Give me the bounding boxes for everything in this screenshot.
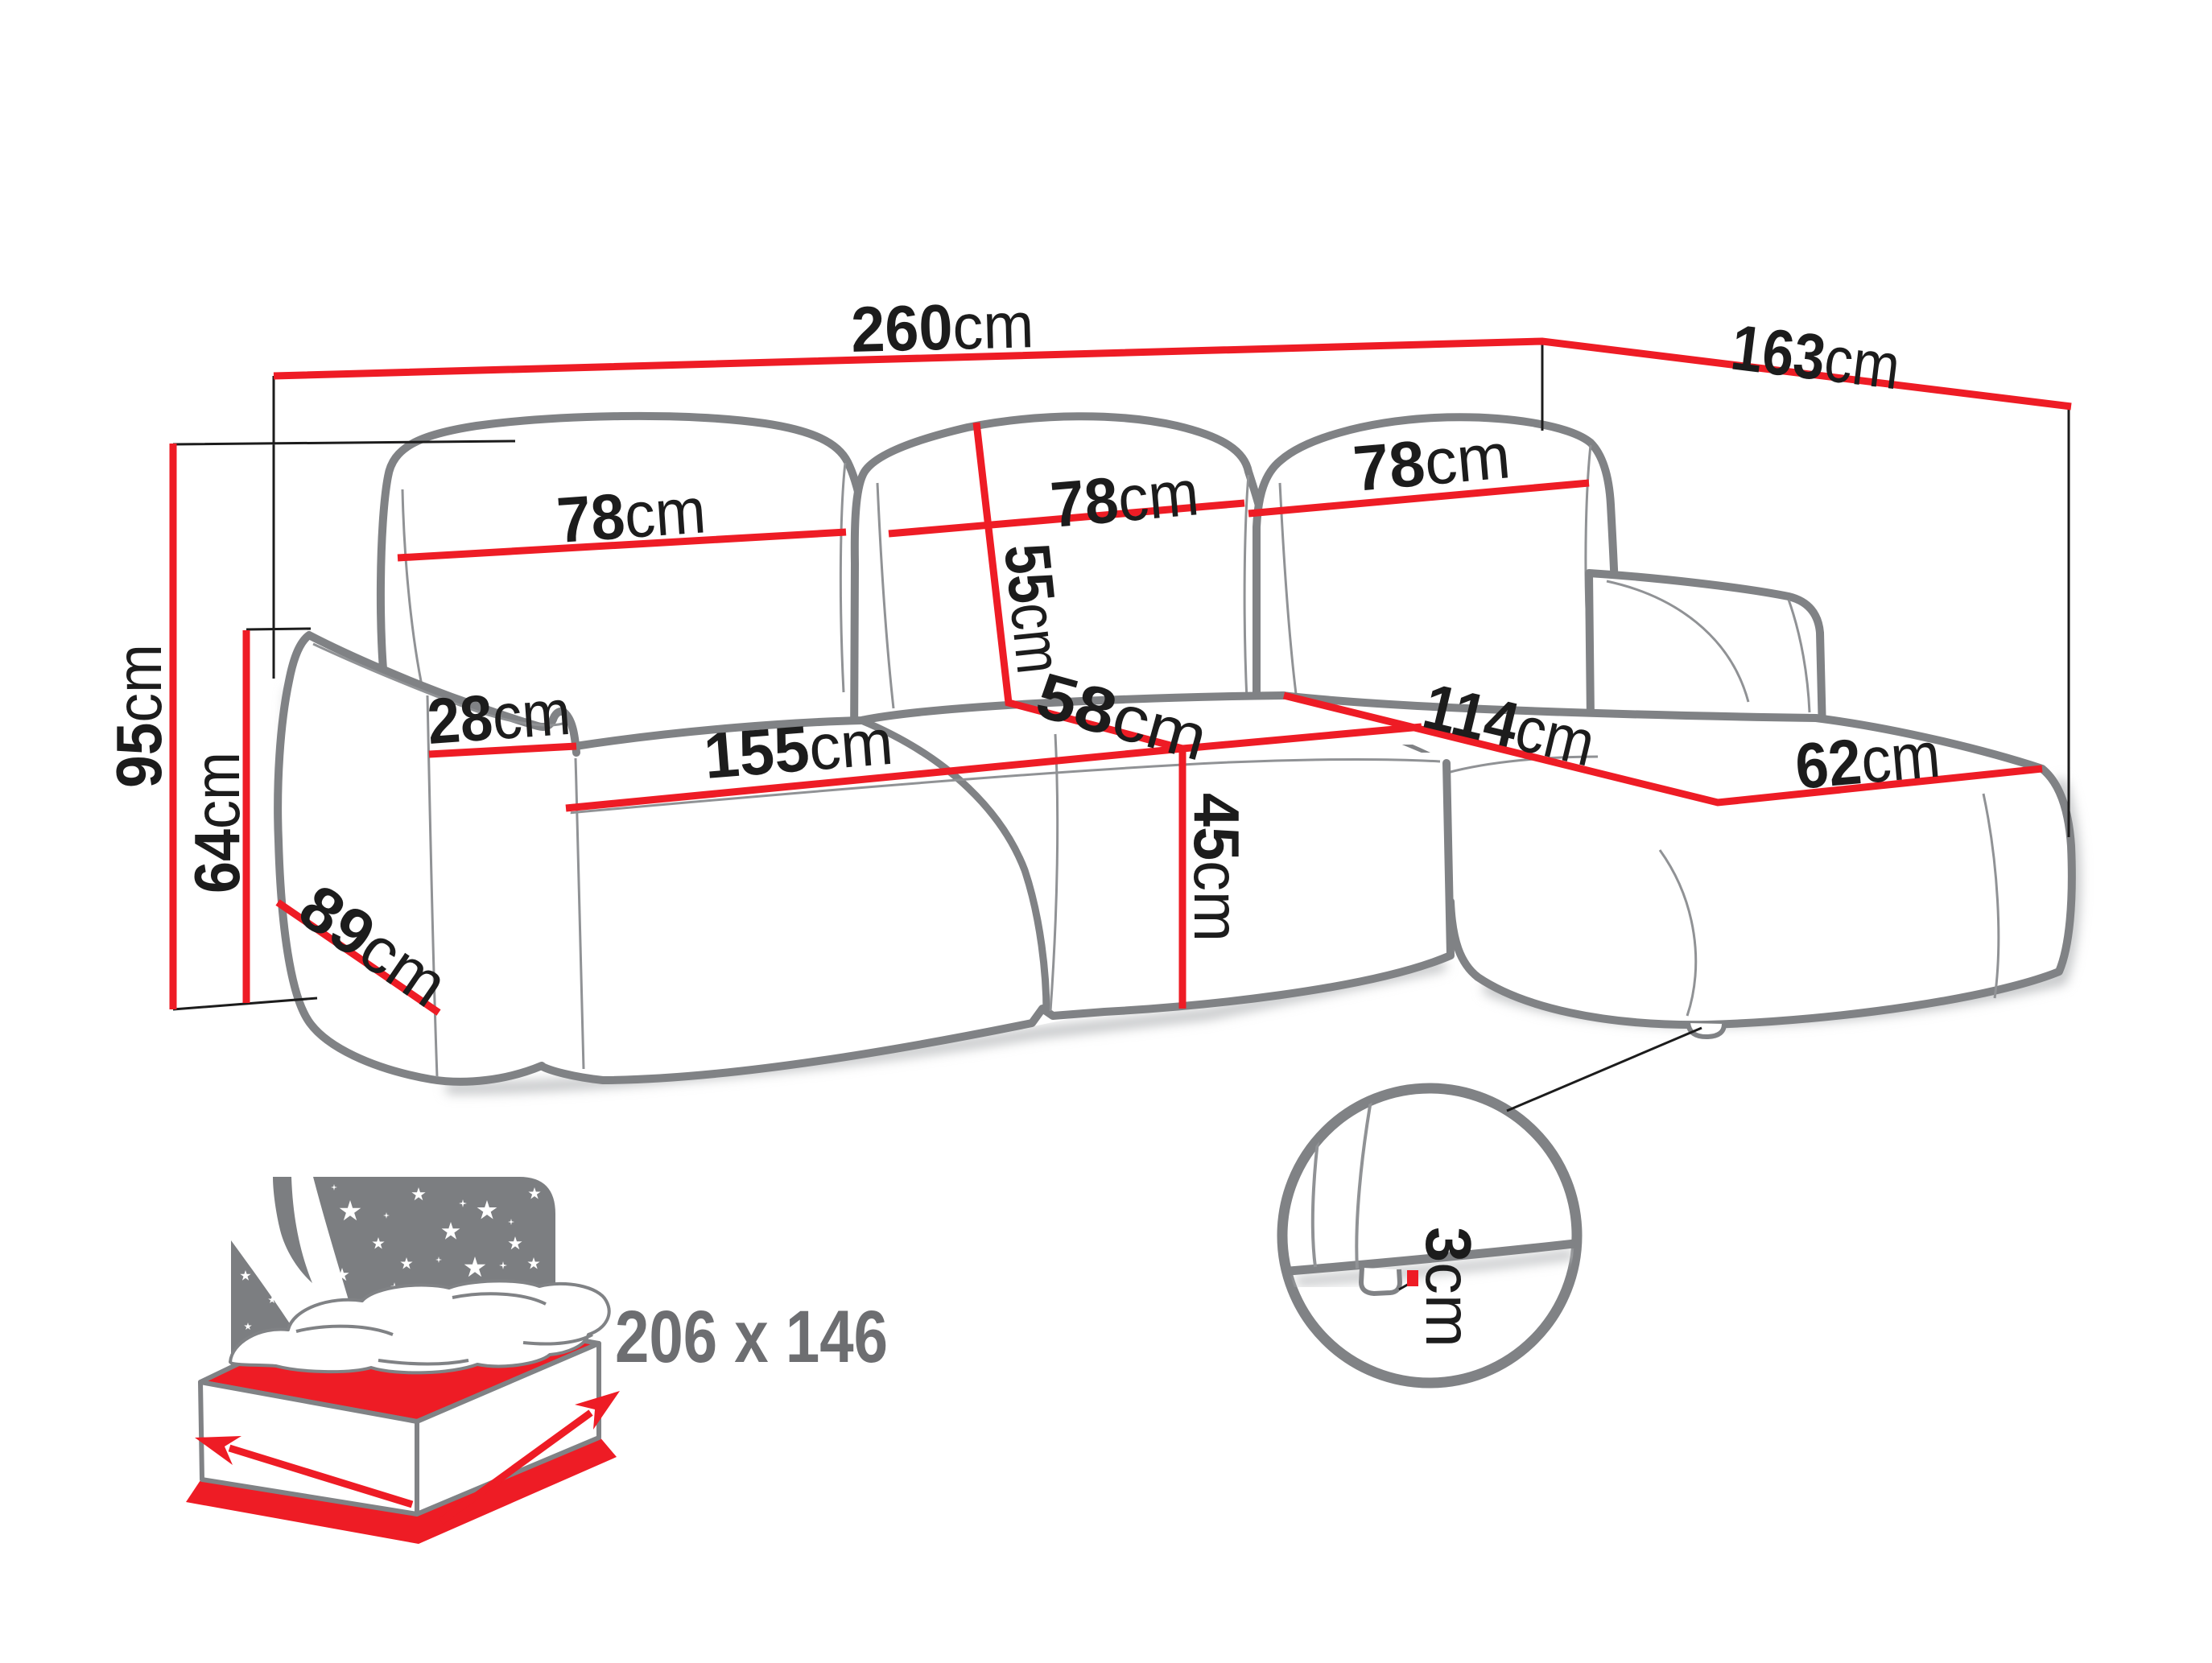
svg-text:78cm: 78cm bbox=[555, 474, 708, 556]
svg-text:64cm: 64cm bbox=[181, 752, 253, 893]
svg-text:260cm: 260cm bbox=[850, 289, 1034, 365]
svg-text:163cm: 163cm bbox=[1727, 312, 1904, 403]
svg-text:78cm: 78cm bbox=[1048, 456, 1202, 541]
svg-text:206 x 146: 206 x 146 bbox=[615, 1296, 888, 1378]
svg-text:155cm: 155cm bbox=[701, 706, 895, 792]
svg-text:95cm: 95cm bbox=[103, 644, 175, 788]
svg-text:45cm: 45cm bbox=[1181, 793, 1253, 942]
svg-text:78cm: 78cm bbox=[1351, 419, 1513, 505]
svg-text:3cm: 3cm bbox=[1413, 1227, 1484, 1347]
svg-text:55cm: 55cm bbox=[991, 540, 1075, 676]
svg-text:62cm: 62cm bbox=[1793, 719, 1943, 803]
svg-text:28cm: 28cm bbox=[425, 676, 573, 757]
